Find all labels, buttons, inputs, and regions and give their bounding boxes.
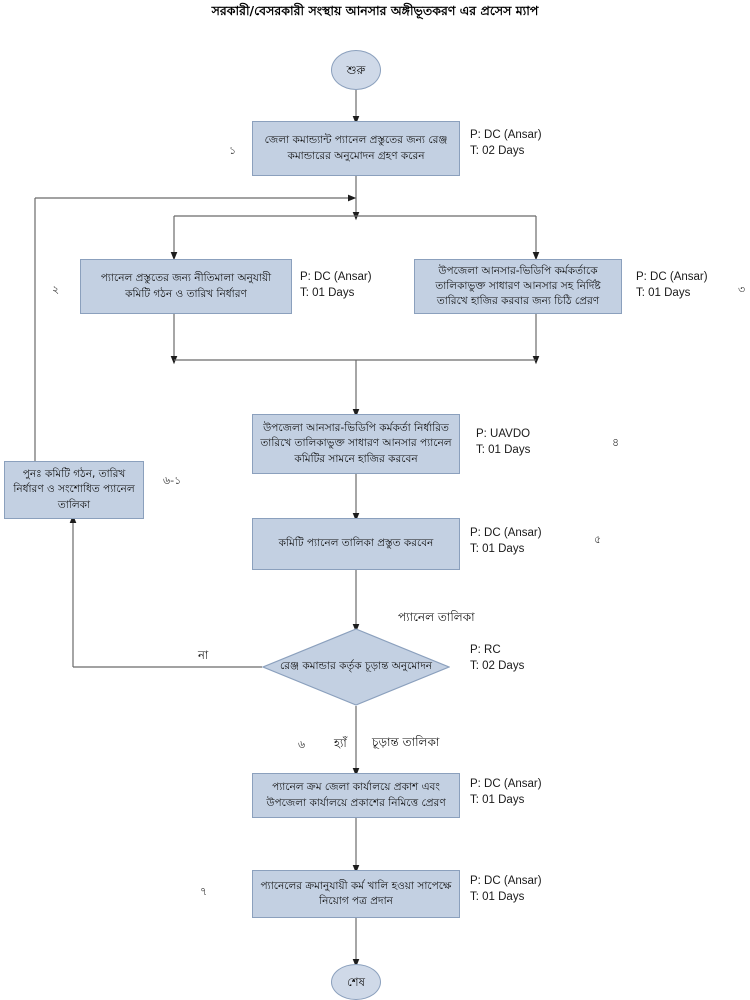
annotation-step1: P: DC (Ansar) T: 02 Days xyxy=(470,129,542,157)
node-decision-label: রেঞ্জ কমান্ডার কর্তৃক চূড়ান্ত অনুমোদন xyxy=(279,660,433,673)
node-decision[interactable]: রেঞ্জ কমান্ডার কর্তৃক চূড়ান্ত অনুমোদন xyxy=(262,628,450,706)
node-step1[interactable]: জেলা কমান্ড্যান্ট প্যানেল প্রস্তুতের জন্… xyxy=(252,121,460,176)
node-step3[interactable]: উপজেলা আনসার-ভিডিপি কর্মকর্তাকে তালিকাভু… xyxy=(414,259,622,314)
edge-label-yes: হ্যাঁ xyxy=(334,736,347,750)
annotation-step4: P: UAVDO T: 01 Days xyxy=(476,428,531,456)
flow-label-panel-list: প্যানেল তালিকা xyxy=(398,610,475,624)
node-step5-label: কমিটি প্যানেল তালিকা প্রস্তুত করবেন xyxy=(278,537,434,550)
node-end[interactable]: শেষ xyxy=(331,964,381,1000)
node-step7-label: প্যানেলের ক্রমানুযায়ী কর্ম খালি হওয়া স… xyxy=(260,879,452,907)
marker-step1: ১ xyxy=(229,144,237,157)
annotation-step2: P: DC (Ansar) T: 01 Days xyxy=(300,271,372,299)
marker-step3: ৩ xyxy=(738,283,746,296)
marker-step5: ৫ xyxy=(594,533,602,546)
page-title: সরকারী/বেসরকারী সংস্থায় আনসার অঙ্গীভূতক… xyxy=(211,3,539,18)
node-rework-label: পুনঃ কমিটি গঠন, তারিখ নির্ধারণ ও সংশোধিত… xyxy=(13,468,135,511)
node-rework[interactable]: পুনঃ কমিটি গঠন, তারিখ নির্ধারণ ও সংশোধিত… xyxy=(4,461,144,519)
annotation-step5: P: DC (Ansar) T: 01 Days xyxy=(470,527,542,555)
annotation-step7: P: DC (Ansar) T: 01 Days xyxy=(470,875,542,903)
annotation-decision: P: RC T: 02 Days xyxy=(470,644,525,672)
marker-decision: ৬ xyxy=(298,738,306,751)
node-start-label: শুরু xyxy=(346,62,366,77)
marker-step2: ২ xyxy=(52,283,60,296)
node-step6-label: প্যানেল ক্রম জেলা কার্যালয়ে প্রকাশ এবং … xyxy=(266,781,446,809)
node-step5[interactable]: কমিটি প্যানেল তালিকা প্রস্তুত করবেন xyxy=(252,518,460,570)
node-step2[interactable]: প্যানেল প্রস্তুতের জন্য নীতিমালা অনুযায়… xyxy=(80,259,292,314)
node-end-label: শেষ xyxy=(347,974,365,989)
node-step2-label: প্যানেল প্রস্তুতের জন্য নীতিমালা অনুযায়… xyxy=(100,272,272,300)
node-step3-label: উপজেলা আনসার-ভিডিপি কর্মকর্তাকে তালিকাভু… xyxy=(435,264,601,308)
node-start[interactable]: শুরু xyxy=(331,50,381,90)
decision-diamond-shape xyxy=(262,628,450,706)
node-step7[interactable]: প্যানেলের ক্রমানুযায়ী কর্ম খালি হওয়া স… xyxy=(252,870,460,918)
node-step1-label: জেলা কমান্ড্যান্ট প্যানেল প্রস্তুতের জন্… xyxy=(264,134,448,162)
marker-step4: ৪ xyxy=(612,436,620,449)
marker-rework: ৬-১ xyxy=(163,474,182,487)
node-step6[interactable]: প্যানেল ক্রম জেলা কার্যালয়ে প্রকাশ এবং … xyxy=(252,773,460,818)
node-step4[interactable]: উপজেলা আনসার-ভিডিপি কর্মকর্তা নির্ধারিত … xyxy=(252,414,460,474)
marker-step7: ৭ xyxy=(200,885,208,898)
node-step4-label: উপজেলা আনসার-ভিডিপি কর্মকর্তা নির্ধারিত … xyxy=(260,422,452,465)
edge-label-no: না xyxy=(198,648,209,662)
annotation-step3: P: DC (Ansar) T: 01 Days xyxy=(636,271,708,299)
annotation-step6: P: DC (Ansar) T: 01 Days xyxy=(470,778,542,806)
flow-label-final-list: চূড়ান্ত তালিকা xyxy=(372,735,440,749)
